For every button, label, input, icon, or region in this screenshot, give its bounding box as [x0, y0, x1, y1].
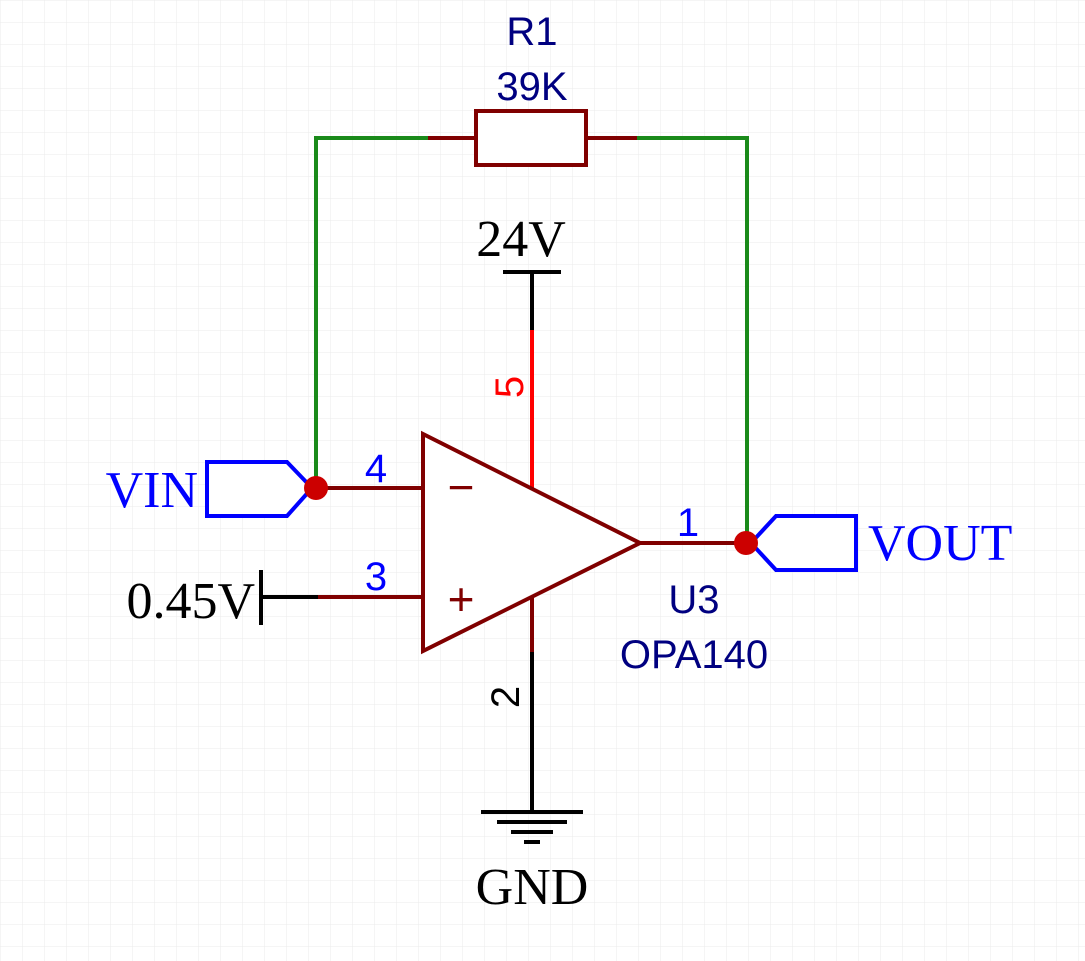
resistor-r1[interactable] [428, 109, 637, 167]
junction-vout[interactable] [734, 531, 758, 555]
wire-vin-to-r1[interactable] [314, 136, 432, 490]
reference-label: 0.45V [126, 573, 255, 630]
opamp-plus-sign: + [448, 573, 475, 625]
pin3-number: 3 [365, 555, 387, 599]
feedback-wires [314, 136, 749, 545]
junction-vin[interactable] [304, 476, 328, 500]
pin5-number: 5 [488, 376, 532, 398]
ground-symbol [481, 810, 583, 844]
opamp-part: OPA140 [620, 633, 768, 677]
r1-value: 39K [496, 65, 567, 109]
ground-label: GND [476, 859, 589, 916]
vin-port[interactable] [205, 460, 315, 518]
pin2-number: 2 [484, 686, 528, 708]
pin1-number: 1 [677, 501, 699, 545]
wire-r1-to-vout[interactable] [633, 136, 749, 545]
vout-port-label: VOUT [868, 515, 1012, 572]
opamp-minus-sign: − [448, 461, 475, 513]
pin4-number: 4 [365, 447, 387, 491]
r1-designator: R1 [506, 10, 557, 54]
vout-port[interactable] [748, 514, 858, 572]
r1-body[interactable] [474, 109, 588, 167]
supply-label: 24V [476, 211, 566, 268]
vin-port-label: VIN [106, 462, 198, 519]
opamp-designator: U3 [668, 578, 719, 622]
